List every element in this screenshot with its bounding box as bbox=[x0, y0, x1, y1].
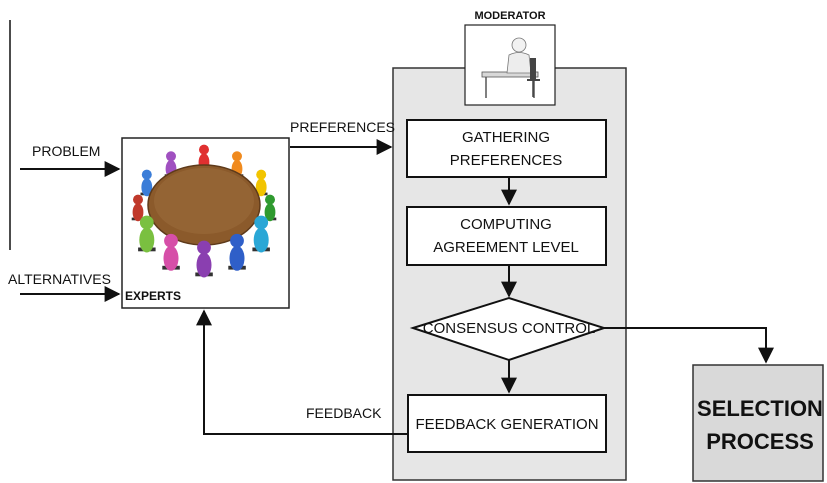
expert-figure bbox=[138, 215, 156, 253]
expert-figure bbox=[254, 169, 268, 197]
preferences-label: PREFERENCES bbox=[290, 119, 395, 135]
computing-line-1: COMPUTING bbox=[460, 216, 552, 233]
feedback-loop-arrow bbox=[196, 309, 408, 435]
computing-agreement-box bbox=[406, 206, 607, 266]
moderator-icon bbox=[464, 24, 556, 106]
feedback-label: FEEDBACK bbox=[306, 405, 382, 421]
expert-figure bbox=[131, 194, 145, 222]
computing-line-2: AGREEMENT LEVEL bbox=[433, 239, 579, 256]
feedback-generation-label: FEEDBACK GENERATION bbox=[415, 416, 598, 433]
experts-label: EXPERTS bbox=[125, 289, 181, 303]
expert-figure bbox=[228, 233, 246, 271]
expert-figure bbox=[263, 194, 277, 222]
expert-figure bbox=[140, 169, 154, 197]
expert-figure bbox=[252, 215, 270, 253]
feedback-generation-box bbox=[407, 394, 607, 453]
gathering-line-1: GATHERING bbox=[462, 129, 550, 146]
expert-figure bbox=[195, 240, 213, 278]
alternatives-label: ALTERNATIVES bbox=[8, 271, 111, 287]
selection-line-1: SELECTION bbox=[697, 396, 823, 421]
expert-figure bbox=[162, 233, 180, 271]
gathering-line-2: PREFERENCES bbox=[450, 152, 563, 169]
selection-line-2: PROCESS bbox=[706, 429, 814, 454]
problem-label: PROBLEM bbox=[32, 143, 100, 159]
consensus-label: CONSENSUS CONTROL bbox=[423, 320, 596, 337]
gathering-preferences-box bbox=[406, 119, 607, 178]
consensus-to-selection-arrow bbox=[604, 327, 774, 364]
selection-process-box bbox=[692, 364, 824, 482]
experts-image bbox=[121, 137, 290, 309]
moderator-title: MODERATOR bbox=[474, 10, 545, 22]
